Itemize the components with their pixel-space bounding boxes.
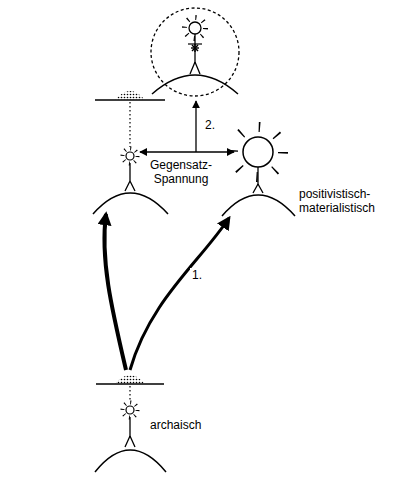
body-line [129, 417, 130, 436]
dotted-line [129, 386, 130, 401]
legs [253, 184, 263, 193]
callout-number: 1. [190, 268, 204, 282]
stage-label: archaisch [150, 418, 201, 432]
legs [125, 181, 135, 191]
hill-arc [95, 450, 166, 472]
body-line [129, 163, 130, 181]
curved-arrow [104, 214, 126, 370]
star-stroke [192, 45, 198, 51]
double-arrow [140, 151, 234, 152]
hill-arc [222, 195, 295, 216]
left-figure [93, 91, 168, 214]
head-rays [123, 149, 138, 164]
curved-arrow [130, 218, 229, 370]
sun-head [126, 406, 134, 414]
star-stroke [192, 45, 198, 51]
tension-label: Gegensatz- Spannung [150, 158, 212, 186]
callout-number: 2. [203, 118, 217, 132]
heart-star [191, 44, 199, 52]
sun-head [189, 22, 201, 34]
big-sun-head [243, 137, 273, 167]
dotted-line [129, 102, 130, 147]
up-arrow [195, 101, 196, 152]
legs [190, 62, 200, 74]
hill-arc [152, 75, 238, 94]
hill-arc [93, 193, 168, 214]
head-rays [123, 403, 138, 418]
whole-person-figure [151, 8, 239, 96]
sun-head [126, 152, 134, 160]
dotted-mound [115, 91, 145, 100]
legs [125, 436, 135, 447]
dashed-circle [151, 8, 239, 96]
dotted-mound [115, 375, 145, 384]
right-figure [222, 127, 295, 216]
worldview-label: positivistisch- materialistisch [299, 187, 375, 215]
body-line [257, 167, 258, 184]
